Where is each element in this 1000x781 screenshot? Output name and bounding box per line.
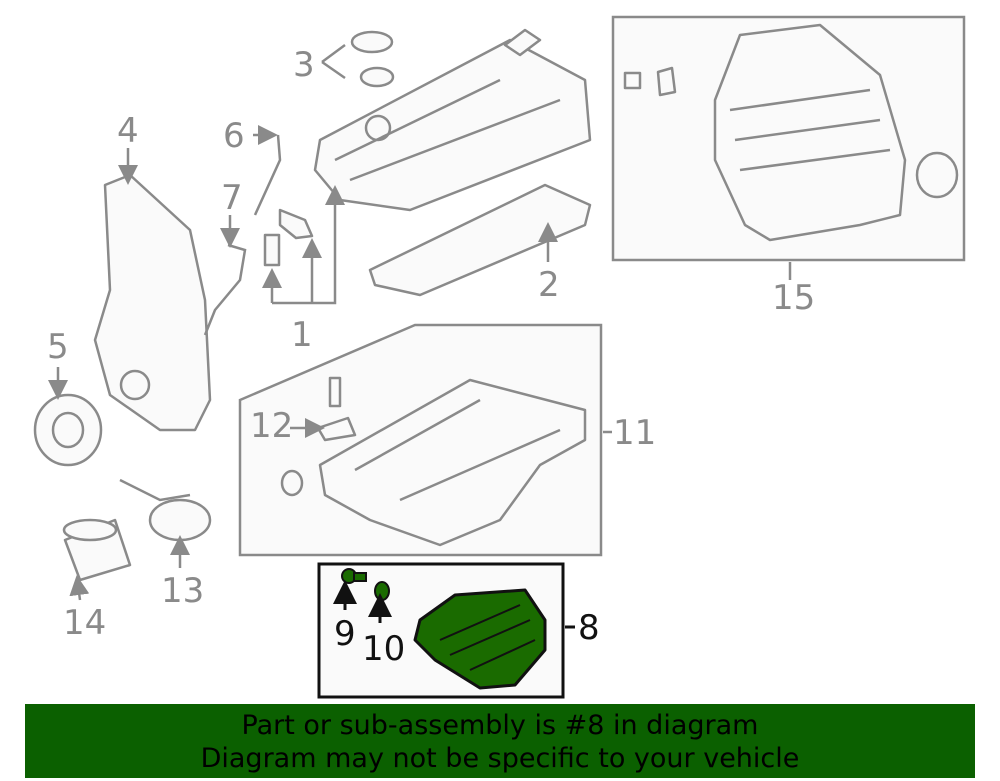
callout-2: 2 [538,265,560,305]
banner-line-2: Diagram may not be specific to your vehi… [200,743,800,774]
oil-strainer[interactable] [148,498,212,542]
intake-manifold[interactable] [623,23,959,242]
bolt [263,233,281,267]
callout-5: 5 [47,327,69,367]
oil-filter[interactable] [62,518,132,582]
banner-line-1: Part or sub-assembly is #8 in diagram [241,710,759,741]
callout-9: 9 [334,614,356,654]
crankshaft-pulley[interactable] [33,393,103,467]
info-banner: Part or sub-assembly is #8 in diagram Di… [25,704,975,778]
callout-15: 15 [772,278,815,318]
callout-4: 4 [117,111,139,151]
oil-filler-cap[interactable] [350,30,395,88]
callout-8: 8 [578,608,600,648]
valve-cover-gasket[interactable] [368,183,592,297]
callout-13: 13 [161,571,204,611]
dipstick[interactable] [253,134,282,216]
callout-3: 3 [293,45,315,85]
drain-bolt-highlighted[interactable] [341,568,367,584]
upper-oil-pan[interactable] [318,378,587,547]
drain-washer-highlighted[interactable] [374,581,390,601]
callout-11: 11 [613,413,656,453]
leader-lines [48,43,792,629]
dipstick-tube[interactable] [203,243,247,336]
callout-6: 6 [223,116,245,156]
sensor [278,208,314,240]
valve-cover[interactable] [313,28,592,212]
lower-oil-pan-highlighted[interactable] [413,588,547,690]
timing-cover[interactable] [93,173,212,432]
callout-12: 12 [250,406,293,446]
callout-1: 1 [291,315,313,355]
callout-10: 10 [362,629,405,669]
callout-14: 14 [63,603,106,643]
callout-7: 7 [221,178,243,218]
